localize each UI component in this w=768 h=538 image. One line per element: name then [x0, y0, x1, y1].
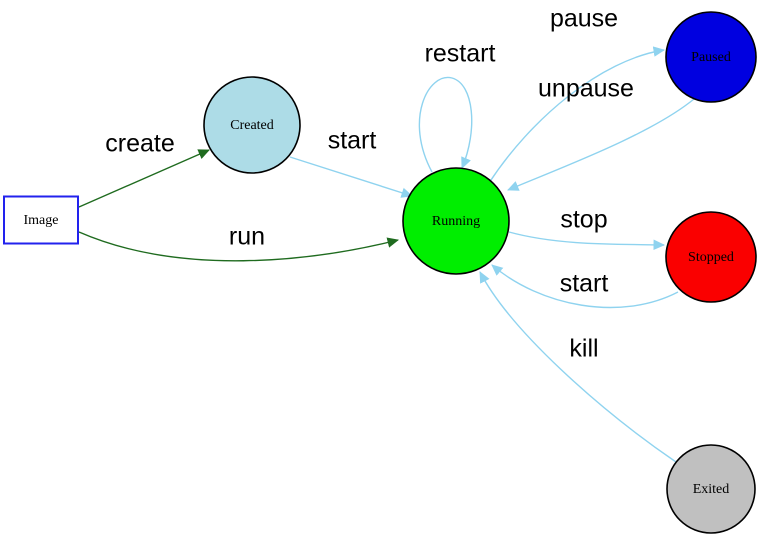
edge-label-run: run — [229, 223, 265, 251]
edge-label-create: create — [105, 130, 174, 158]
node-created-label: Created — [230, 118, 274, 133]
node-image-label: Image — [24, 213, 59, 228]
node-stopped-label: Stopped — [688, 250, 734, 265]
edge-label-start-stopped: start — [560, 270, 609, 298]
edge-restart — [418, 76, 473, 173]
node-stopped-shape — [665, 211, 757, 303]
edge-kill — [479, 271, 677, 463]
edge-label-pause: pause — [550, 5, 618, 33]
node-stopped[interactable]: Stopped — [665, 211, 757, 303]
edge-start-stopped — [491, 264, 679, 309]
edge-start-created — [289, 156, 414, 198]
node-paused[interactable]: Paused — [665, 11, 757, 103]
edge-create — [78, 149, 210, 208]
edge-label-stop: stop — [560, 206, 607, 234]
node-created[interactable]: Created — [203, 76, 301, 174]
edge-pause — [488, 46, 666, 184]
edge-label-kill: kill — [569, 335, 598, 363]
edge-stop — [508, 231, 666, 251]
node-exited[interactable]: Exited — [666, 444, 756, 534]
node-paused-shape — [665, 11, 757, 103]
node-running-label: Running — [432, 214, 480, 229]
node-image-shape — [3, 195, 79, 245]
edge-labels-layer: create run start restart pause unpause stop sta… — [105, 5, 634, 363]
node-running[interactable]: Running — [402, 167, 510, 275]
node-exited-shape — [666, 444, 756, 534]
edge-label-restart: restart — [425, 40, 496, 68]
node-exited-label: Exited — [693, 482, 730, 497]
node-image[interactable]: Image — [3, 195, 79, 245]
node-running-shape — [402, 167, 510, 275]
edge-label-start-created: start — [328, 127, 377, 155]
edge-run — [78, 231, 400, 262]
node-paused-label: Paused — [691, 50, 731, 65]
edges-layer — [78, 46, 695, 463]
edge-unpause — [507, 98, 695, 191]
edge-label-unpause: unpause — [538, 75, 634, 103]
node-created-shape — [203, 76, 301, 174]
